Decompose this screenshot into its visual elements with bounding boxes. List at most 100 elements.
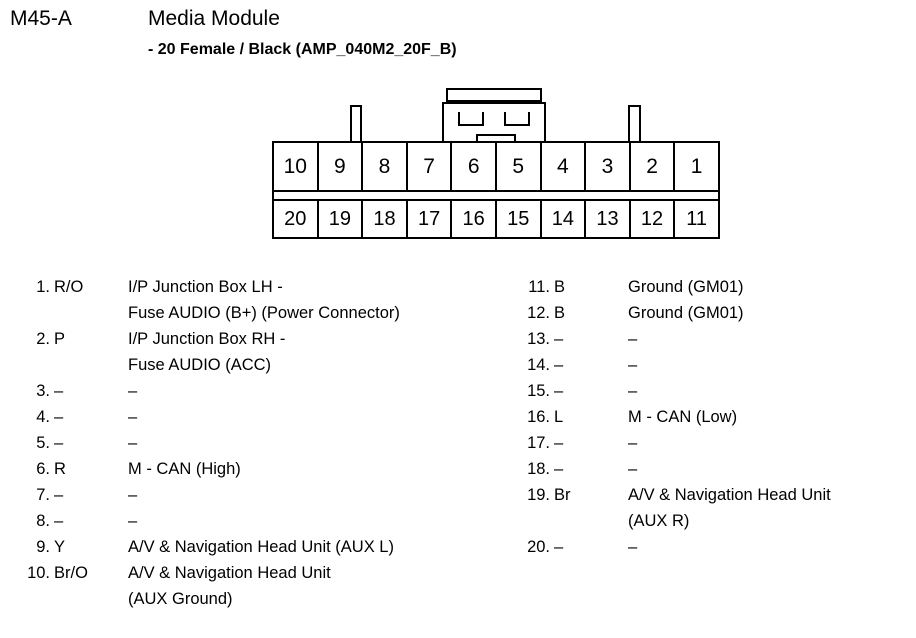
pin-wire-color: Br/O xyxy=(54,564,88,582)
pin-wire-color: – xyxy=(554,330,564,348)
pin-cell[interactable]: 19 xyxy=(319,201,364,237)
pin-entry-primary-line: 2.P I/P Junction Box RH - xyxy=(16,326,516,352)
pin-number: 3. xyxy=(36,382,50,400)
pin-cell[interactable]: 12 xyxy=(631,201,676,237)
pin-entry[interactable]: 17.–– xyxy=(516,430,916,456)
pin-description: A/V & Navigation Head Unit (AUX L) xyxy=(128,538,394,556)
pin-wire-color: Br xyxy=(554,486,571,504)
pin-wire-color: R/O xyxy=(54,278,84,296)
pin-description: A/V & Navigation Head Unit xyxy=(628,486,831,504)
pin-cell[interactable]: 6 xyxy=(452,143,497,190)
pin-description: – xyxy=(628,434,638,452)
pin-cell[interactable]: 7 xyxy=(408,143,453,190)
pin-number: 5. xyxy=(36,434,50,452)
pin-wire-color: – xyxy=(54,486,64,504)
pin-number: 9. xyxy=(36,538,50,556)
pin-entry-primary-line: 19.Br A/V & Navigation Head Unit xyxy=(516,482,916,508)
pin-entry[interactable]: 14.–– xyxy=(516,352,916,378)
pin-cell[interactable]: 18 xyxy=(363,201,408,237)
pin-entry-primary-line: 8.–– xyxy=(16,508,516,534)
pin-cell[interactable]: 17 xyxy=(408,201,453,237)
pin-description: I/P Junction Box LH - xyxy=(128,278,283,296)
pin-entry[interactable]: 15.–– xyxy=(516,378,916,404)
module-subtitle: - 20 Female / Black (AMP_040M2_20F_B) xyxy=(148,41,457,58)
pin-entry[interactable]: 4.–– xyxy=(16,404,516,430)
pin-wire-color: – xyxy=(554,382,564,400)
pin-entry-primary-line: 4.–– xyxy=(16,404,516,430)
module-title: Media Module xyxy=(148,7,280,30)
pin-description: – xyxy=(628,460,638,478)
pin-number: 19. xyxy=(527,486,550,504)
pin-number: 13. xyxy=(527,330,550,348)
pin-description: Ground (GM01) xyxy=(628,278,744,296)
pin-wire-color: – xyxy=(554,356,564,374)
pin-number: 17. xyxy=(527,434,550,452)
pin-wire-color: P xyxy=(54,330,66,348)
pin-entry[interactable]: 18.–– xyxy=(516,456,916,482)
pin-cell[interactable]: 16 xyxy=(452,201,497,237)
pin-entry-primary-line: 18.–– xyxy=(516,456,916,482)
pin-wire-color: – xyxy=(554,434,564,452)
pin-cell[interactable]: 2 xyxy=(631,143,676,190)
pin-cell[interactable]: 13 xyxy=(586,201,631,237)
pin-entry[interactable]: 1.R/O I/P Junction Box LH - Fuse AUDIO (B+… xyxy=(16,274,516,326)
pin-cell[interactable]: 11 xyxy=(686,208,708,230)
pin-entry-primary-line: 15.–– xyxy=(516,378,916,404)
connector-row-divider xyxy=(272,192,720,199)
pin-entry[interactable]: 20.–– xyxy=(516,534,916,560)
pin-number: 15. xyxy=(527,382,550,400)
pin-description: I/P Junction Box RH - xyxy=(128,330,286,348)
pin-list-left: 1.R/O I/P Junction Box LH - Fuse AUDIO (B+… xyxy=(16,274,516,612)
pin-number: 2. xyxy=(36,330,50,348)
pin-cell[interactable]: 15 xyxy=(497,201,542,237)
pin-cell[interactable]: 1 xyxy=(690,155,703,178)
pin-cell[interactable]: 9 xyxy=(319,143,364,190)
pin-entry[interactable]: 7.–– xyxy=(16,482,516,508)
pin-entry-continuation-line: (AUX Ground) xyxy=(16,586,516,612)
pin-description-continued: (AUX R) xyxy=(628,512,690,530)
pin-entry[interactable]: 5.–– xyxy=(16,430,516,456)
pin-wire-color: B xyxy=(554,304,566,322)
connector-side-tab-right xyxy=(628,105,641,141)
connector-pin-row-bottom: 20 19 18 17 16 15 14 13 12 11 xyxy=(272,199,720,239)
pin-entry-primary-line: 20.–– xyxy=(516,534,916,560)
pin-description: A/V & Navigation Head Unit xyxy=(128,564,331,582)
connector-pin-row-top: 10 9 8 7 6 5 4 3 2 1 xyxy=(272,141,720,192)
pin-cell[interactable]: 20 xyxy=(274,201,319,237)
pin-description: – xyxy=(128,408,138,426)
pin-cell[interactable]: 10 xyxy=(274,143,319,190)
pin-wire-color: L xyxy=(554,408,564,426)
pin-number: 4. xyxy=(36,408,50,426)
pin-entry[interactable]: 13.–– xyxy=(516,326,916,352)
pin-cell[interactable]: 5 xyxy=(497,143,542,190)
connector-diagram: 10 9 8 7 6 5 4 3 2 1 20 19 18 17 16 15 1… xyxy=(272,86,720,239)
pin-description-continued: Fuse AUDIO (B+) (Power Connector) xyxy=(128,304,400,322)
pin-entry[interactable]: 19.Br A/V & Navigation Head Unit (AUX R) xyxy=(516,482,916,534)
pin-number: 7. xyxy=(36,486,50,504)
pin-cell[interactable]: 14 xyxy=(542,201,587,237)
pin-cell[interactable]: 8 xyxy=(363,143,408,190)
pin-entry[interactable]: 8.–– xyxy=(16,508,516,534)
pin-cell[interactable]: 4 xyxy=(542,143,587,190)
pin-cell[interactable]: 3 xyxy=(586,143,631,190)
pin-number: 1. xyxy=(36,278,50,296)
pin-number: 12. xyxy=(527,304,550,322)
pin-entry[interactable]: 3.–– xyxy=(16,378,516,404)
pin-wire-color: – xyxy=(54,382,64,400)
pin-entry-continuation-line: (AUX R) xyxy=(516,508,916,534)
pin-description: – xyxy=(128,486,138,504)
